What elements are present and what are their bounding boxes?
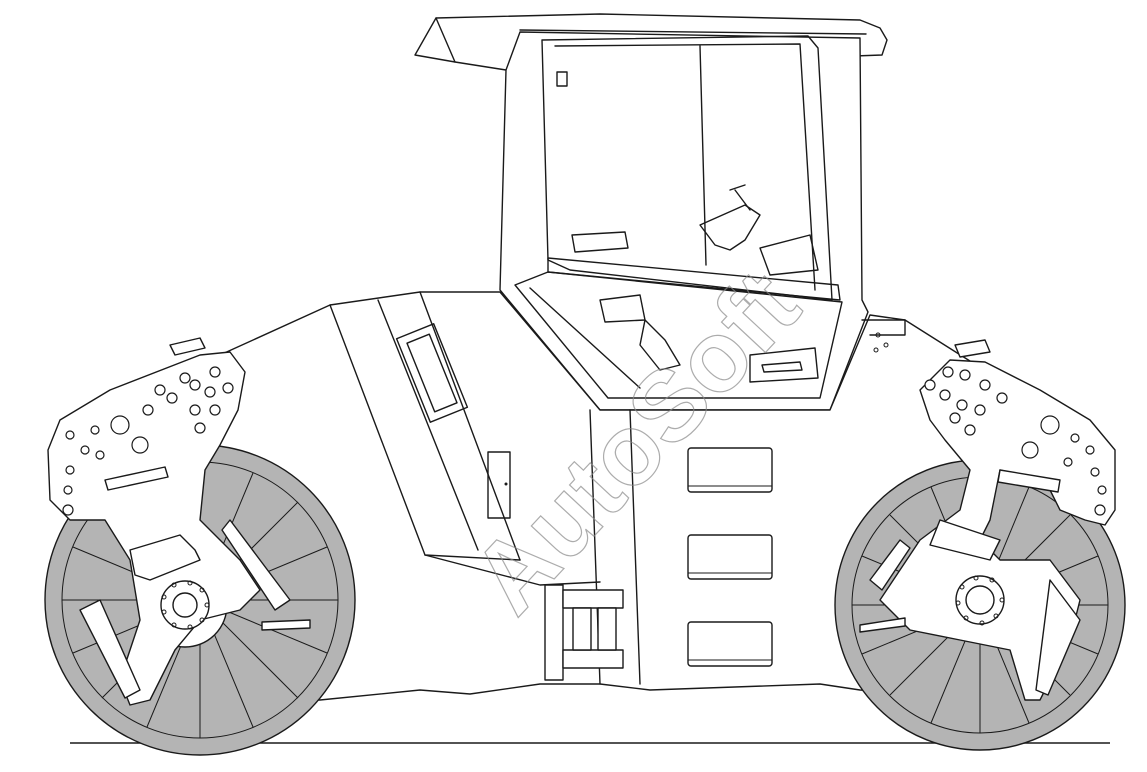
cab-frame — [499, 31, 869, 411]
cab-interior — [571, 184, 819, 383]
front-drum-frame — [47, 337, 311, 706]
rear-drum-frame — [859, 339, 1116, 701]
articulation-joint — [544, 584, 624, 681]
